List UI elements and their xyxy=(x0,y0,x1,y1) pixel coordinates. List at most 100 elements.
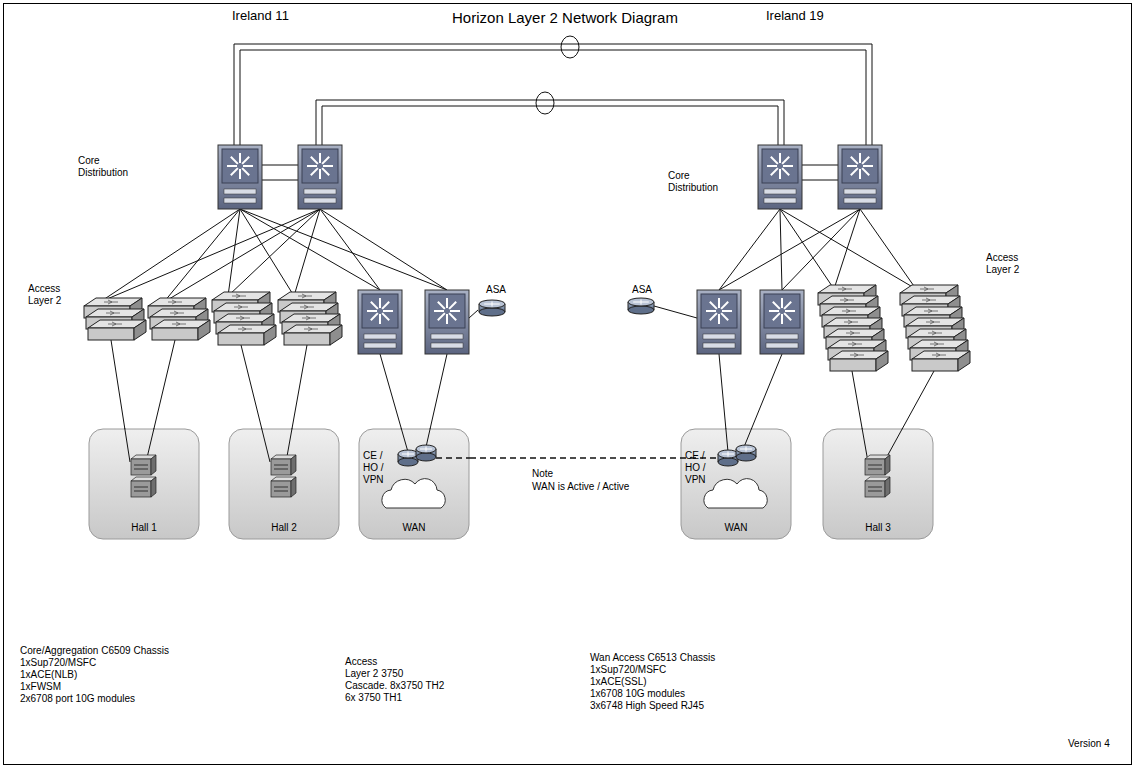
switch-side xyxy=(958,351,970,371)
uplink xyxy=(834,209,860,289)
switch-front xyxy=(284,333,330,345)
uplink xyxy=(780,209,916,289)
server-drive xyxy=(134,487,148,488)
diagram-title: Horizon Layer 2 Network Diagram xyxy=(452,9,678,27)
server-drive xyxy=(868,465,882,466)
server-body xyxy=(865,481,885,497)
switch-star xyxy=(242,168,249,175)
uplink xyxy=(240,209,294,296)
diagram-label: Version 4 xyxy=(1068,738,1110,750)
server-body xyxy=(865,459,885,475)
uplink xyxy=(240,209,447,290)
switch-star xyxy=(307,165,317,167)
switch-panel xyxy=(302,149,338,183)
switch-star xyxy=(710,302,717,309)
switch-chassis xyxy=(758,145,802,209)
switch-star xyxy=(779,153,781,163)
switch-slot xyxy=(364,343,396,348)
switch-chassis xyxy=(298,145,342,209)
uplink xyxy=(320,209,447,290)
switch-arrows xyxy=(108,322,122,326)
switch-star xyxy=(231,157,238,164)
uplink xyxy=(780,209,782,290)
switch-star xyxy=(379,298,381,308)
switch-arrows xyxy=(232,294,246,298)
spec-line: Cascade. 8x3750 TH2 xyxy=(345,680,444,692)
switch-panel xyxy=(222,149,258,183)
switch-arrows xyxy=(300,305,314,309)
switch-arrows xyxy=(920,287,934,291)
switch-star xyxy=(859,153,861,163)
switch-front xyxy=(88,328,134,340)
spec-line: Layer 2 3750 xyxy=(345,668,403,680)
server-body xyxy=(271,459,291,475)
switch-panel xyxy=(842,149,878,183)
server-drive xyxy=(134,469,148,470)
switch-arrows xyxy=(848,342,862,346)
router-top xyxy=(736,445,756,453)
switch-star xyxy=(721,302,728,309)
diagram-label: Access Layer 2 xyxy=(28,283,74,307)
switch-slot xyxy=(431,343,463,348)
page-frame xyxy=(4,4,1132,765)
switch-star xyxy=(239,153,241,163)
area-outline xyxy=(681,429,791,539)
channel-ring xyxy=(536,92,554,114)
switch-star xyxy=(718,314,720,324)
firewall-link xyxy=(469,310,478,318)
server-side xyxy=(151,455,156,475)
area-name: WAN xyxy=(403,522,426,534)
switch-arrows xyxy=(298,294,312,298)
uplink xyxy=(228,209,240,296)
firewall-link xyxy=(654,306,697,318)
switch-arrows xyxy=(850,353,864,357)
switch-panel xyxy=(429,294,465,328)
spec-line: 1x6708 10G modules xyxy=(590,688,685,700)
switch-slot xyxy=(844,198,876,203)
spec-line: 1xACE(NLB) xyxy=(20,669,77,681)
switch-arrows xyxy=(172,322,186,326)
switch-star xyxy=(784,302,791,309)
diagram-label: Ireland 19 xyxy=(766,8,824,24)
switch-star xyxy=(446,298,448,308)
switch-star xyxy=(782,157,789,164)
router-base xyxy=(416,453,436,461)
spec-line: 1xACE(SSL) xyxy=(590,676,647,688)
switch-star xyxy=(367,310,377,312)
spec-line: 2x6708 port 10G modules xyxy=(20,693,135,705)
switch-arrows xyxy=(844,320,858,324)
switch-star xyxy=(239,169,241,179)
site-link xyxy=(240,50,866,145)
router-arrows xyxy=(402,452,414,457)
downlink xyxy=(852,428,868,462)
switch-arrows xyxy=(928,331,942,335)
switch-star xyxy=(311,157,318,164)
wan-area: CE / HO / VPNWAN xyxy=(680,428,792,540)
router-top xyxy=(628,298,654,306)
switch-front xyxy=(152,328,198,340)
switch-side xyxy=(198,320,210,340)
diagram-label: Core Distribution xyxy=(78,155,140,179)
site-role: CE / HO / VPN xyxy=(685,450,713,486)
spec-line: 6x 3750 TH1 xyxy=(345,692,402,704)
switch-star xyxy=(243,165,253,167)
wires xyxy=(100,36,934,462)
server-drive xyxy=(274,491,288,492)
site-link xyxy=(316,100,784,145)
area-outline xyxy=(359,429,469,539)
switch-star xyxy=(785,310,795,312)
uplink xyxy=(719,209,860,290)
server-body xyxy=(131,459,151,475)
server-drive xyxy=(274,465,288,466)
area-name: Hall 1 xyxy=(131,522,157,534)
server-body xyxy=(271,481,291,497)
switch-star xyxy=(781,314,783,324)
switch-panel xyxy=(762,149,798,183)
downlink xyxy=(719,428,728,452)
switch-star xyxy=(231,168,238,175)
switch-star xyxy=(446,314,448,324)
switch-star xyxy=(311,168,318,175)
router-arrows xyxy=(633,300,649,305)
switch-slot xyxy=(703,334,735,339)
